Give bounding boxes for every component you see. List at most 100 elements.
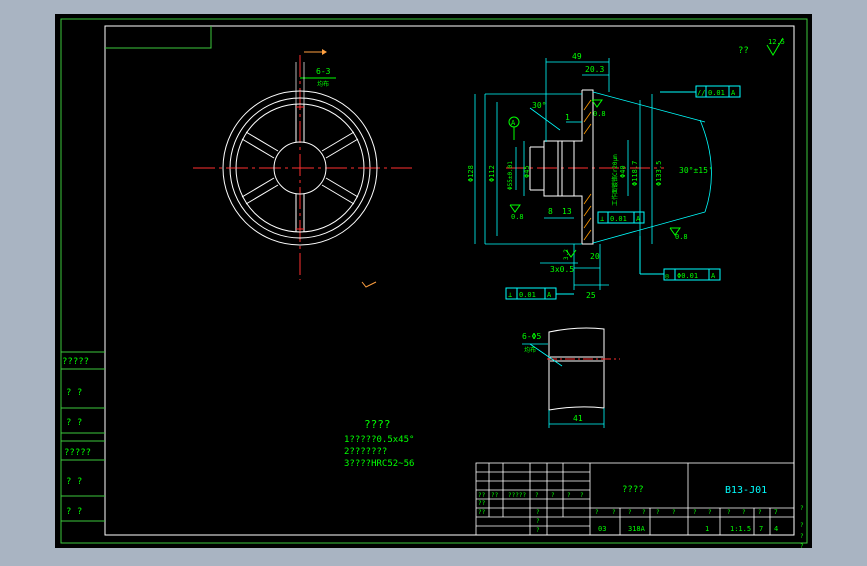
title-side-marks: ?? ?? ? ? ? ?	[478, 500, 804, 550]
title-cell: ?	[742, 509, 746, 516]
body-rim	[582, 89, 594, 245]
tol-conc-value: Φ0.01	[677, 272, 698, 280]
title-cell: ?	[535, 492, 539, 499]
left-column-label-6: ? ?	[66, 507, 82, 517]
dim-20: 20	[590, 252, 600, 261]
left-column	[61, 351, 105, 522]
title-cell: 7	[774, 509, 778, 516]
inner-frame	[104, 25, 795, 536]
title-cell: ?	[758, 509, 762, 516]
dim-phi55: Φ55±0.01	[507, 161, 514, 190]
left-column-label-2: ? ?	[66, 388, 82, 398]
datum-label: A	[511, 119, 516, 127]
dim-49: 49	[572, 52, 582, 61]
dim-30deg: 30°	[532, 101, 546, 110]
dim-3x05: 3x0.5	[550, 265, 574, 274]
hub	[273, 141, 327, 195]
tolerance-bottom[interactable]: ⊥ 0.01 A	[505, 287, 574, 300]
title-cell: ?	[800, 505, 804, 512]
tol-conc-datum: A	[711, 272, 716, 280]
section-arrow-head	[322, 49, 327, 55]
title-cell: 318A	[628, 525, 646, 533]
title-cell: 1	[705, 525, 709, 533]
dim-8: 8	[548, 207, 553, 216]
left-column-label-3: ? ?	[66, 418, 82, 428]
hub-section	[543, 140, 575, 197]
dim-phi40: Φ40	[619, 165, 627, 178]
title-cell: ?	[656, 509, 660, 516]
title-cell: 4	[774, 525, 778, 533]
spokes	[241, 104, 359, 232]
title-row-b: 03 318A 1 1:1.5 7 4	[598, 525, 778, 533]
title-cell: ?	[672, 509, 676, 516]
drawing-number[interactable]: B13-J01	[725, 485, 767, 496]
rough-32: 3.2	[563, 249, 570, 260]
roughness-note-symbol	[766, 37, 784, 56]
tol-mid-symbol: ⊥	[600, 215, 604, 223]
title-cell: ?	[628, 509, 632, 516]
title-cell: 7	[759, 525, 763, 533]
title-cell: ??	[478, 500, 486, 507]
tol-bottom-datum: A	[547, 291, 552, 299]
rough-08-a: 0.8	[593, 110, 606, 118]
title-cell: ?????	[508, 492, 526, 499]
title-cell: ?	[800, 543, 804, 550]
note-3: 3????HRC52~56	[344, 459, 414, 469]
title-cell: ?	[536, 527, 540, 534]
title-cell: ?	[536, 509, 540, 516]
title-cell: ?	[567, 492, 571, 499]
tolerance-top[interactable]: // 0.01 A	[660, 85, 741, 98]
tolerance-mid[interactable]: ⊥ 0.01 A	[597, 211, 645, 224]
dim-13: 13	[562, 207, 572, 216]
title-cell: ?	[800, 533, 804, 540]
title-cell: ?	[595, 509, 599, 516]
left-column-label-1: ?????	[62, 357, 89, 367]
tol-top-datum: A	[731, 89, 736, 97]
view-arrow	[361, 281, 377, 288]
outer-rim	[222, 90, 378, 246]
side-note: 工作面镀铬Cr20μm	[611, 154, 619, 206]
rough-08-c: 0.8	[675, 233, 688, 241]
title-cell: ??	[478, 509, 486, 516]
tolerance-concentric[interactable]: ◎ Φ0.01 A	[639, 236, 721, 281]
front-hole-callout-sub: 均布	[317, 80, 329, 88]
title-cell: 03	[598, 525, 606, 533]
tol-mid-datum: A	[636, 215, 641, 223]
angle-leg-1	[592, 91, 706, 123]
detail-callout-sub: 均布	[524, 346, 536, 354]
rough-08-b: 0.8	[511, 213, 524, 221]
title-cell: ?	[612, 509, 616, 516]
dim-phi45: Φ45	[523, 165, 531, 178]
technical-notes: ???? 1?????0.5x45° 2??????? 3????HRC52~5…	[344, 418, 414, 469]
title-cell: ?	[800, 522, 804, 529]
detail-width: 41	[573, 414, 583, 423]
note-1: 1?????0.5x45°	[344, 435, 414, 445]
title-block[interactable]	[475, 462, 795, 536]
tol-bottom-value: 0.01	[519, 291, 536, 299]
title-cell: ?	[642, 509, 646, 516]
tol-top-value: 0.01	[708, 89, 725, 97]
drawing-canvas[interactable]	[55, 14, 812, 548]
detail-leader	[529, 343, 563, 367]
front-view[interactable]: 6-3 均布	[193, 49, 412, 288]
roughness-symbols	[509, 99, 681, 258]
part-name: ????	[622, 485, 644, 495]
title-cell: ?	[580, 492, 584, 499]
hole-marks	[228, 106, 372, 230]
dim-angle: 30°±15'	[679, 166, 713, 175]
tol-mid-value: 0.01	[610, 215, 627, 223]
tol-top-symbol: //	[697, 89, 705, 97]
dim-phi133: Φ133.5	[655, 161, 663, 186]
notes-title: ????	[364, 418, 391, 431]
dim-25: 25	[586, 291, 596, 300]
roughness-note: ??	[738, 46, 749, 56]
front-hole-callout: 6-3	[316, 67, 331, 76]
detail-view[interactable]: 6-Φ5 均布 41	[522, 327, 620, 428]
title-cell: ?	[551, 492, 555, 499]
left-column-label-5: ? ?	[66, 477, 82, 487]
dimension-lines	[474, 58, 653, 290]
title-cell: ?	[536, 518, 540, 525]
section-view[interactable]: 49 20.3 30° 1 8 13 20 3x0.5 25 30°±15' Φ…	[467, 52, 741, 300]
